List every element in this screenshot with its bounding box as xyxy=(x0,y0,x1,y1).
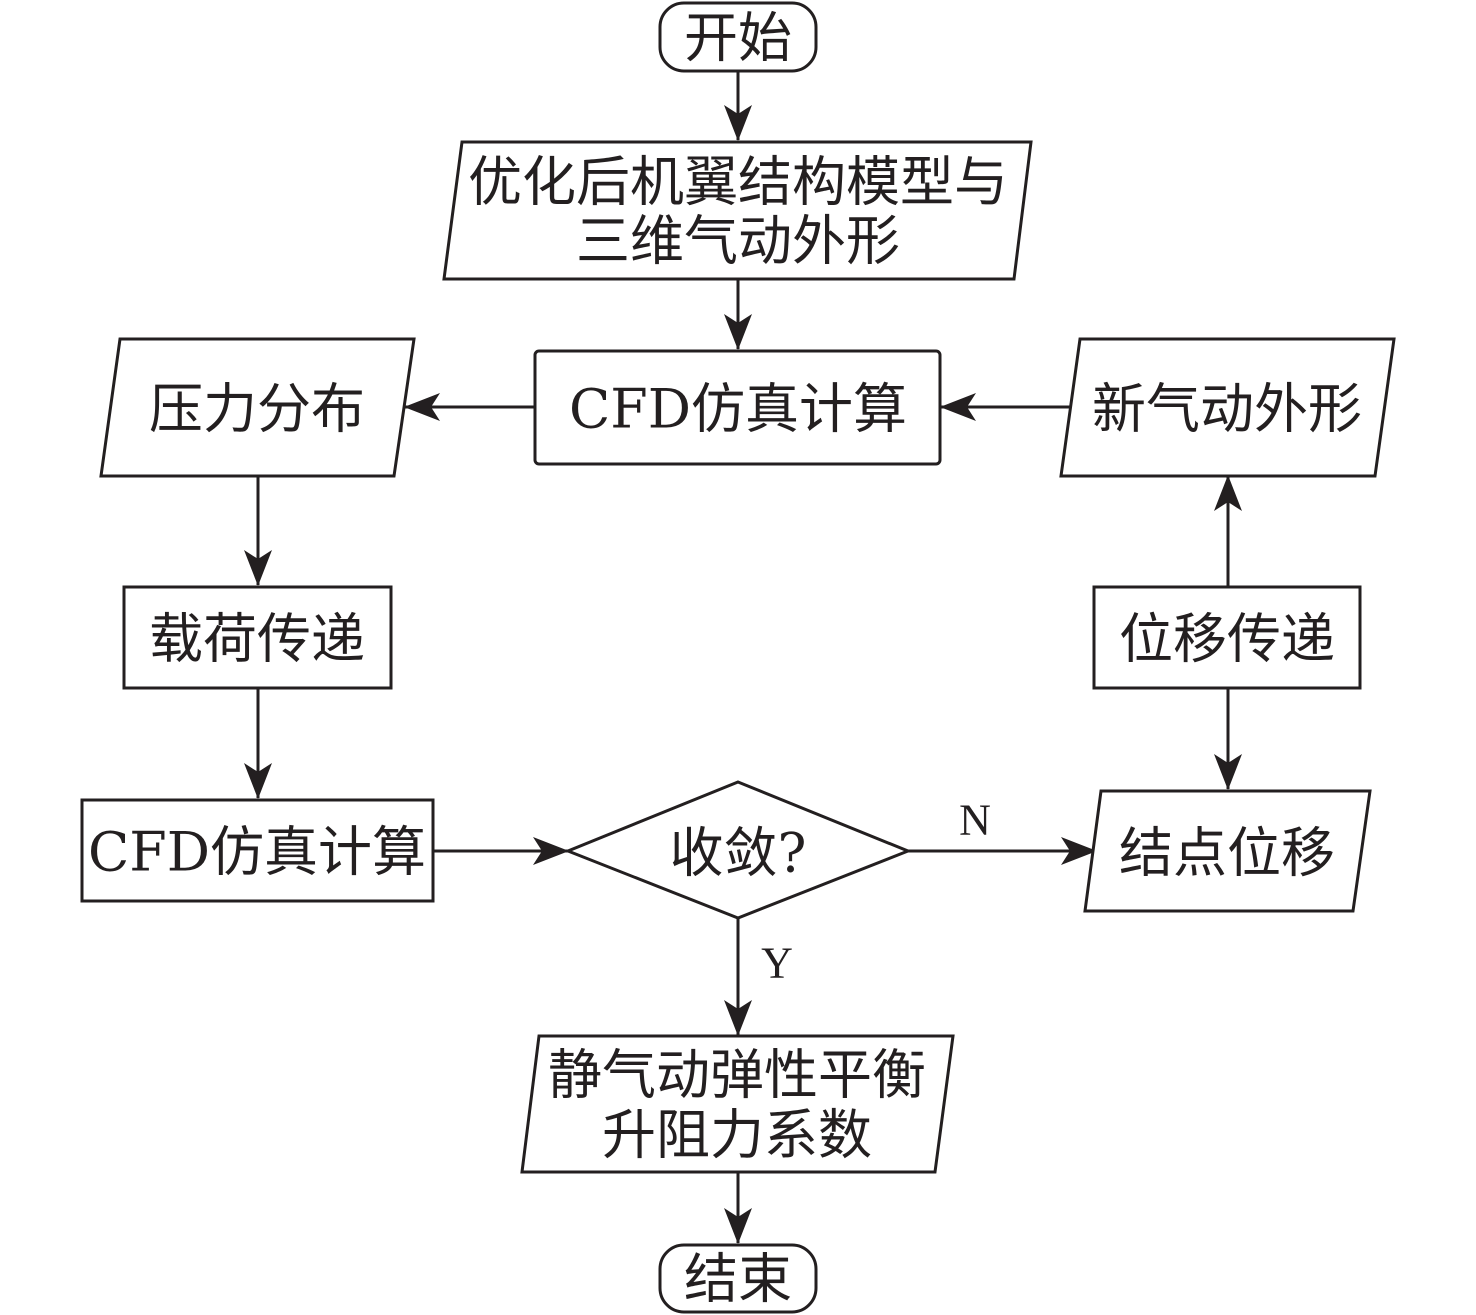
end-label: 结束 xyxy=(684,1248,792,1311)
disp-transfer-label: 位移传递 xyxy=(1119,608,1335,671)
converge-decision: 收敛? xyxy=(563,780,913,920)
result-node: 静气动弹性平衡 升阻力系数 xyxy=(520,1034,955,1174)
start-node: 开始 xyxy=(658,1,818,73)
load-transfer-label: 载荷传递 xyxy=(149,608,365,671)
load-transfer-node: 载荷传递 xyxy=(122,585,393,690)
input-model-node: 优化后机翼结构模型与 三维气动外形 xyxy=(442,140,1033,281)
input-model-label-line2: 三维气动外形 xyxy=(576,210,900,273)
end-node: 结束 xyxy=(658,1243,818,1314)
cfd-bottom-node: CFD仿真计算 xyxy=(80,798,435,903)
connectors xyxy=(244,72,1242,1244)
input-model-label-line1: 优化后机翼结构模型与 xyxy=(468,151,1008,214)
cfd-top-node: CFD仿真计算 xyxy=(533,349,942,466)
converge-label: 收敛? xyxy=(670,822,807,885)
result-label-line2: 升阻力系数 xyxy=(602,1104,872,1167)
node-disp-node: 结点位移 xyxy=(1083,789,1372,913)
start-label: 开始 xyxy=(684,7,792,70)
disp-transfer-node: 位移传递 xyxy=(1092,585,1362,690)
cfd-bottom-label: CFD仿真计算 xyxy=(88,821,426,884)
node-disp-label: 结点位移 xyxy=(1119,822,1335,885)
cfd-top-label: CFD仿真计算 xyxy=(569,378,907,441)
pressure-node: 压力分布 xyxy=(99,337,416,478)
new-shape-node: 新气动外形 xyxy=(1059,337,1396,478)
edge-label-no: N xyxy=(959,796,991,845)
edge-label-yes: Y xyxy=(761,939,793,988)
pressure-label: 压力分布 xyxy=(149,378,365,441)
result-label-line1: 静气动弹性平衡 xyxy=(548,1044,926,1107)
new-shape-label: 新气动外形 xyxy=(1092,378,1362,441)
